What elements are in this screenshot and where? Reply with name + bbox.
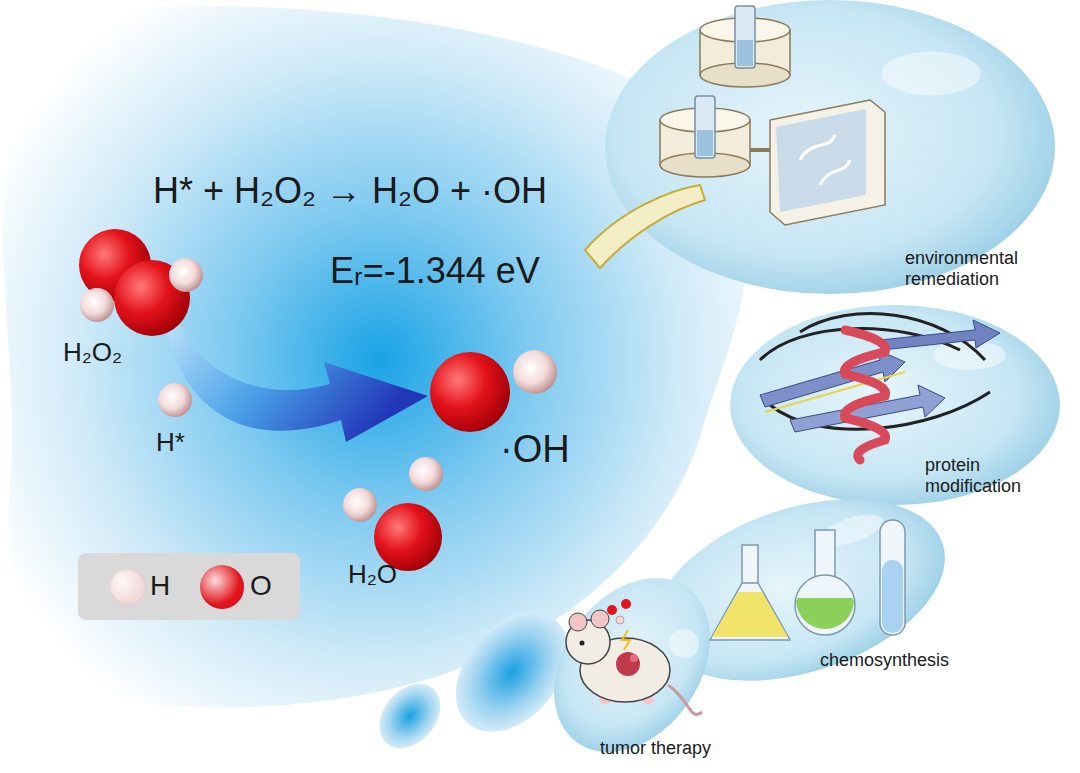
protein-ribbon-illustration-part xyxy=(790,385,945,432)
mouse-illustration-part xyxy=(621,599,631,609)
application-label: protein modification xyxy=(925,455,1047,496)
mouse-illustration-part xyxy=(580,641,585,646)
flasks-illustration-part xyxy=(795,575,855,635)
mouse-illustration-part xyxy=(607,605,617,615)
bubble-node: protein modification xyxy=(730,305,1060,505)
flasks-illustration-part xyxy=(880,520,905,635)
label-anchor: H* + H₂O₂ → H₂O + ·OH xyxy=(153,170,547,211)
protein-ribbon-illustration-part xyxy=(765,372,905,412)
mouse-illustration-part xyxy=(668,685,702,715)
label-anchor: ·OH xyxy=(500,428,570,472)
flasks-illustration-part xyxy=(742,545,758,585)
oh-radical xyxy=(430,350,557,432)
electrochemical-cell-illustration-part xyxy=(660,120,750,165)
mouse-illustration-part xyxy=(569,613,587,631)
electrochemical-cell-illustration-part xyxy=(735,6,755,68)
protein-ribbon-illustration-part xyxy=(770,392,990,429)
legend-label: H xyxy=(150,570,170,602)
electrochemical-cell-illustration-part xyxy=(737,40,753,66)
mouse-illustration-part xyxy=(616,616,624,624)
flasks-illustration-part xyxy=(815,530,835,580)
h-atom xyxy=(158,383,192,417)
mouse-illustration-part xyxy=(566,620,610,664)
protein-ribbon-illustration-part xyxy=(760,350,905,407)
flasks-illustration xyxy=(710,520,905,640)
mouse-illustration xyxy=(566,599,702,715)
reaction-energy: Eᵣ=-1.344 eV xyxy=(330,250,540,291)
legend-swatch xyxy=(110,569,146,605)
bubble-shape xyxy=(605,0,1055,294)
electrochemical-cell-illustration-part xyxy=(660,108,750,132)
water-molecule-part xyxy=(409,457,443,491)
flasks-illustration-part xyxy=(796,600,854,629)
mouse-illustration-part xyxy=(580,638,670,702)
h2o2-molecule xyxy=(79,229,203,336)
molecule-label: H* xyxy=(156,428,185,458)
mouse-illustration-part xyxy=(642,696,654,704)
mouse-illustration-part xyxy=(591,610,609,628)
small-bubble xyxy=(367,672,453,761)
application-label: environmental remediation xyxy=(905,248,1050,289)
h2o2-molecule-part xyxy=(80,288,114,322)
reaction-arrow xyxy=(166,318,428,442)
flasks-illustration-part xyxy=(712,592,788,637)
electrochemical-cell-illustration-part xyxy=(770,100,885,225)
label-anchor: H xyxy=(150,570,170,602)
label-anchor: H₂O₂ xyxy=(63,338,122,368)
protein-ribbon-illustration-part xyxy=(880,320,1000,350)
bubble-highlight xyxy=(933,340,1006,370)
molecule-label: H₂O₂ xyxy=(63,338,122,368)
electrochemical-cell-illustration-part xyxy=(695,96,715,158)
h-atom-part xyxy=(158,383,192,417)
bubble-highlight xyxy=(664,623,705,664)
molecule-label: H₂O xyxy=(348,560,397,590)
water-molecule-part xyxy=(343,488,377,522)
bubble-outline xyxy=(550,575,715,760)
bubble-node: environmental remediation xyxy=(605,0,1055,300)
label-anchor: H₂O xyxy=(348,560,397,590)
label-anchor: O xyxy=(250,570,272,602)
electrochemical-cell-illustration xyxy=(585,6,885,268)
legend-swatch xyxy=(200,565,244,609)
bubble-shape xyxy=(522,548,742,773)
bubble-shape xyxy=(730,305,1060,505)
electrochemical-cell-illustration-part xyxy=(776,109,866,212)
protein-ribbon-illustration-part xyxy=(845,330,886,460)
application-label: chemosynthesis xyxy=(820,650,980,671)
mouse-illustration-part xyxy=(630,654,638,662)
reaction-equation: H* + H₂O₂ → H₂O + ·OH xyxy=(153,170,547,211)
bubble-outline xyxy=(730,305,1060,505)
application-label: tumor therapy xyxy=(600,738,740,759)
oh-radical-part xyxy=(513,350,557,394)
mouse-illustration-part xyxy=(599,696,611,704)
electrochemical-cell-illustration-part xyxy=(585,185,705,268)
water-molecule xyxy=(343,457,443,571)
flasks-illustration-part xyxy=(882,560,903,633)
electrochemical-cell-illustration-part xyxy=(800,135,850,185)
label-anchor: Eᵣ=-1.344 eV xyxy=(330,250,540,291)
protein-ribbon-illustration xyxy=(760,314,1000,460)
electrochemical-cell-illustration-part xyxy=(700,18,790,42)
bubble-highlight xyxy=(882,51,981,95)
protein-ribbon-illustration-part xyxy=(760,329,960,360)
mouse-illustration-part xyxy=(622,630,630,650)
electrochemical-cell-illustration-part xyxy=(750,148,772,152)
oh-radical-part xyxy=(430,352,510,432)
electrochemical-cell-illustration-part xyxy=(660,153,750,177)
h2o2-molecule-part xyxy=(169,258,203,292)
label-anchor: H* xyxy=(156,428,185,458)
flasks-illustration-part xyxy=(797,598,853,626)
bubble-node: tumor therapy xyxy=(550,575,715,760)
electrochemical-cell-illustration-part xyxy=(700,30,790,75)
mouse-illustration-part xyxy=(616,652,640,676)
flasks-illustration-part xyxy=(710,583,790,640)
molecule-label: ·OH xyxy=(500,428,570,472)
protein-ribbon-illustration-part xyxy=(800,314,985,360)
bubble-highlight xyxy=(816,508,886,552)
electrochemical-cell-illustration-part xyxy=(700,63,790,87)
legend-label: O xyxy=(250,570,272,602)
electrochemical-cell-illustration-part xyxy=(697,130,713,156)
